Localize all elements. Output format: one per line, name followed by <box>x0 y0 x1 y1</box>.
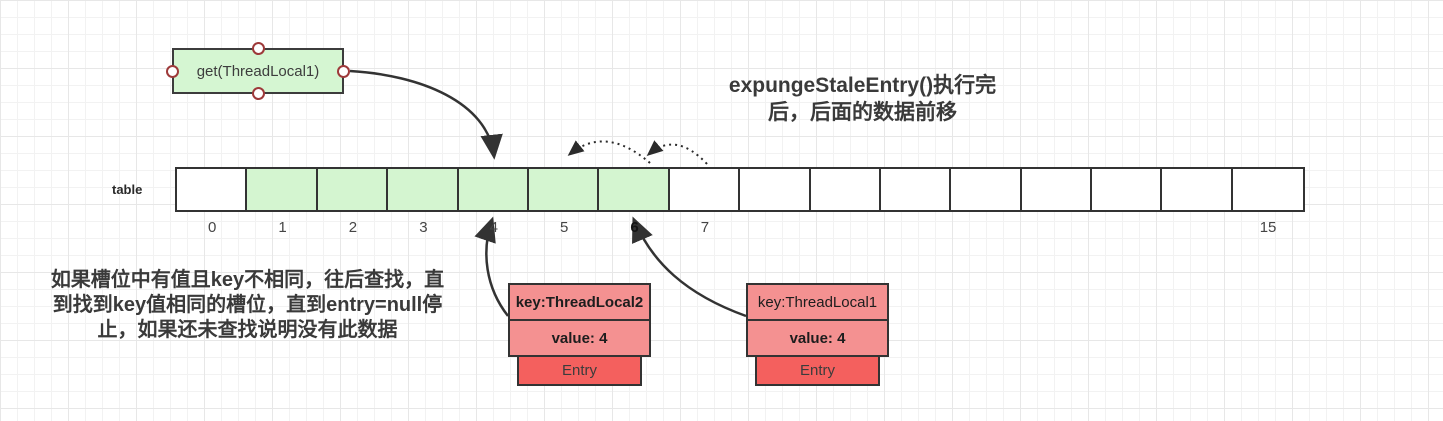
array-row <box>175 167 1306 212</box>
connection-point-left <box>166 65 179 78</box>
index-label-0: 0 <box>208 219 217 236</box>
headline-text: expungeStaleEntry()执行完 后，后面的数据前移 <box>690 72 1035 126</box>
table-cell-5 <box>528 169 600 210</box>
index-label <box>951 219 1021 237</box>
index-label-5: 5 <box>559 219 569 236</box>
table-cell <box>740 169 811 210</box>
index-label-3: 3 <box>419 219 428 236</box>
index-row: 0 1 2 3 4 5 6 7 15 <box>177 219 1303 237</box>
table-cell <box>880 169 952 210</box>
connection-point-top <box>252 42 265 55</box>
entry2-value-row: value: 4 <box>746 319 889 357</box>
dotted-arrow-7-to-6 <box>646 140 708 165</box>
index-label-4: 4 <box>489 219 498 236</box>
arrow-get-to-cell4 <box>349 69 503 160</box>
table-cell <box>1092 169 1163 210</box>
table-cell <box>1021 169 1093 210</box>
note-text: 如果槽位中有值且key不相同，往后查找，直 到找到key值相同的槽位，直到ent… <box>25 268 470 343</box>
entry2-tag: Entry <box>755 355 880 386</box>
table-cell-3 <box>388 169 459 210</box>
table-cell-15 <box>1232 169 1304 210</box>
entry2-key-row: key:ThreadLocal1 <box>746 283 889 321</box>
headline-line2: 后，后面的数据前移 <box>768 101 957 124</box>
get-threadlocal1-node: get(ThreadLocal1) <box>166 42 350 100</box>
index-label <box>881 219 951 237</box>
table-cell-4 <box>458 169 529 210</box>
table-cell-7 <box>669 169 741 210</box>
table-cell-6 <box>599 169 670 210</box>
headline-line1: expungeStaleEntry()执行完 <box>728 74 997 97</box>
index-label-1: 1 <box>278 219 287 236</box>
index-label-15: 15 <box>1259 219 1277 236</box>
index-label-2: 2 <box>348 219 358 236</box>
index-label <box>740 219 810 237</box>
index-label-7: 7 <box>700 219 710 236</box>
get-node-label: get(ThreadLocal1) <box>196 62 320 80</box>
table-cell <box>810 169 881 210</box>
index-label <box>1022 219 1092 237</box>
entry1-key-row: key:ThreadLocal2 <box>508 283 651 321</box>
table-label: table <box>112 182 143 197</box>
note-line2: 到找到key值相同的槽位，直到entry=null停 <box>52 294 443 316</box>
note-line1: 如果槽位中有值且key不相同，往后查找，直 <box>50 269 445 291</box>
entry1-value-row: value: 4 <box>508 319 651 357</box>
arrow-entry1-to-cell4 <box>474 216 509 317</box>
table-cell <box>1162 169 1233 210</box>
entry1-tag: Entry <box>517 355 642 386</box>
index-label <box>1092 219 1162 237</box>
table-cell <box>951 169 1022 210</box>
connection-point-bottom <box>252 87 265 100</box>
index-label <box>1162 219 1232 237</box>
table-cell-1 <box>247 169 318 210</box>
note-line3: 止，如果还未查找说明没有此数据 <box>97 319 398 341</box>
index-label <box>811 219 881 237</box>
connection-point-right <box>337 65 350 78</box>
table-cell-0 <box>177 169 248 210</box>
index-label-6: 6 <box>630 219 639 236</box>
table-cell-2 <box>317 169 389 210</box>
dotted-arrow-6-to-5 <box>567 140 651 164</box>
arrow-entry2-to-cell6 <box>632 216 747 318</box>
